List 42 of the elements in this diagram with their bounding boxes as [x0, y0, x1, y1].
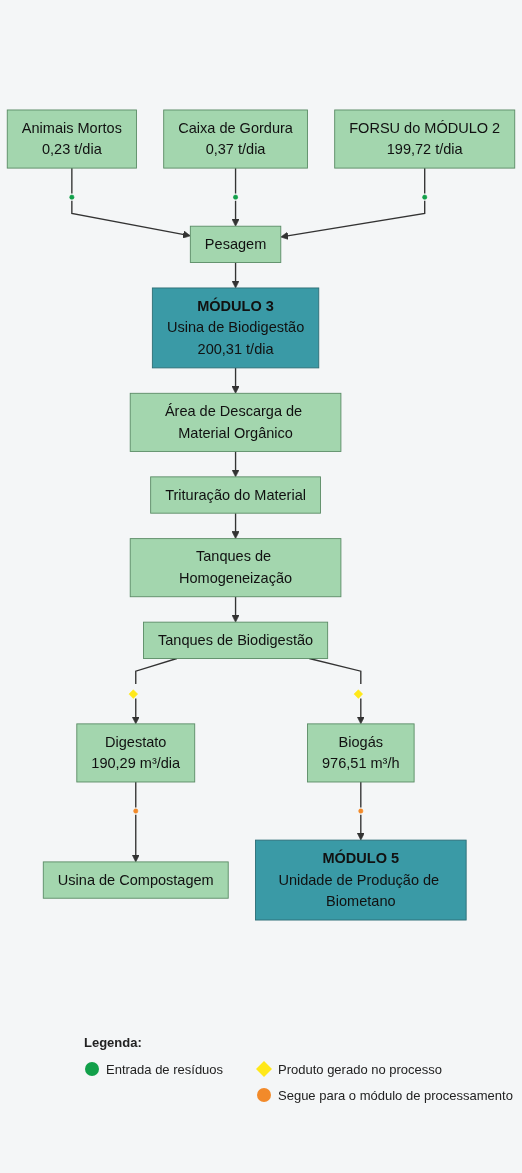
- node-diamond: [353, 689, 363, 699]
- arrow: [71, 200, 191, 239]
- node-circle: [133, 808, 139, 814]
- arrow: [131, 697, 140, 725]
- connector: [424, 167, 426, 195]
- node-box: Caixa de Gordura 0,37 t/dia: [163, 109, 308, 169]
- node-box: Área de Descarga de Material Orgânico: [129, 392, 342, 452]
- node-box: Pesagem: [189, 225, 282, 263]
- node-box: Tanques de Biodigestão: [143, 621, 329, 659]
- arrow: [131, 814, 140, 863]
- connector: [135, 781, 137, 809]
- node-box: Trituração do Material: [150, 476, 321, 514]
- arrow: [231, 450, 240, 478]
- arrow: [356, 697, 365, 725]
- connector: [135, 657, 178, 685]
- node-circle: [233, 194, 238, 200]
- legend-text: Segue para o módulo de processamento: [278, 1087, 513, 1103]
- arrow: [231, 596, 240, 623]
- node-box: Biogás 976,51 m³/h: [307, 723, 415, 783]
- node-box: Animais Mortos 0,23 t/dia: [6, 109, 137, 169]
- node-box: MÓDULO 3 Usina de Biodigestão 200,31 t/dia: [151, 287, 320, 369]
- legend-title: Legenda:: [84, 1035, 142, 1050]
- connector: [234, 167, 237, 195]
- arrow: [231, 512, 240, 539]
- node-circle: [69, 194, 75, 200]
- node-circle: [358, 808, 364, 814]
- node-box: Digestato 190,29 m³/dia: [76, 723, 196, 783]
- legend-text: Produto gerado no processo: [278, 1061, 443, 1077]
- connector: [71, 167, 73, 195]
- node-diamond: [128, 689, 138, 699]
- legend-text: Entrada de resíduos: [106, 1061, 224, 1077]
- node-box: Usina de Compostagem: [42, 861, 229, 899]
- arrow: [231, 200, 240, 227]
- node-box: Tanques de Homogeneização: [129, 538, 342, 598]
- node-box: MÓDULO 5 Unidade de Produção de Biometano: [255, 839, 467, 921]
- node-circle: [422, 194, 428, 200]
- arrow: [356, 814, 365, 841]
- arrow: [280, 200, 426, 240]
- node-box: FORSU do MÓDULO 2 199,72 t/dia: [334, 109, 516, 169]
- arrow: [231, 261, 240, 289]
- arrow: [231, 367, 240, 394]
- connector: [360, 781, 362, 809]
